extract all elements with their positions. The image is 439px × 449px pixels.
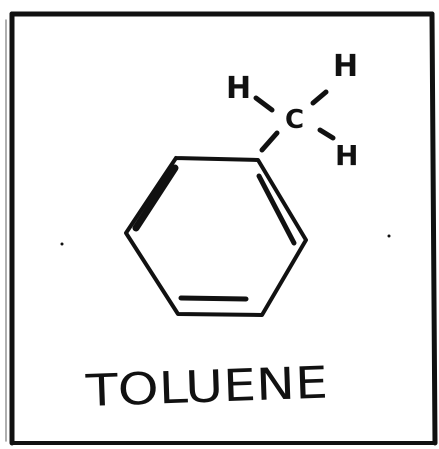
- methyl-bonds: [253, 89, 336, 153]
- carbon-label: C: [285, 105, 304, 135]
- double-bond-bottom: [178, 295, 249, 302]
- ring-outline: [124, 156, 308, 317]
- double-bond-right: [256, 173, 297, 246]
- double-bond-left: [132, 164, 179, 232]
- hydrogen-top-right-label: H: [333, 49, 358, 84]
- hydrogen-bottom-right-label: H: [335, 139, 358, 172]
- bond-carbon-h-left: [253, 95, 275, 113]
- benzene-ring: [124, 156, 308, 317]
- bond-carbon-h-top: [310, 89, 329, 106]
- diagram-frame: [5, 11, 438, 446]
- stray-dots: [60, 234, 391, 445]
- bond-ring-to-carbon: [259, 130, 280, 153]
- bond-carbon-h-bottom: [317, 127, 336, 141]
- hydrogen-left-label: H: [226, 71, 251, 106]
- molecule-name-caption: TOLUENE: [84, 358, 329, 417]
